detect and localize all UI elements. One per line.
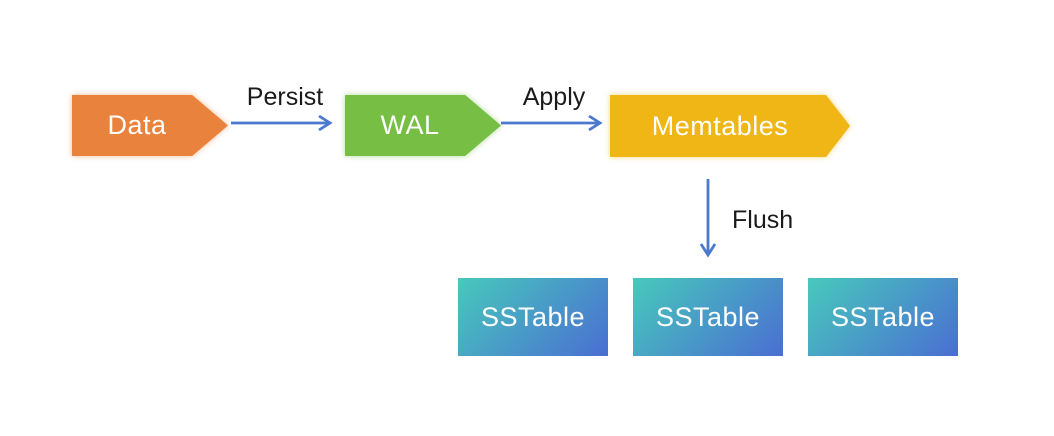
node-sstable-1-label: SSTable bbox=[480, 301, 586, 332]
node-data: Data bbox=[72, 95, 228, 156]
node-memtables-label: Memtables bbox=[651, 110, 789, 141]
node-wal: WAL bbox=[345, 95, 501, 156]
edge-apply-label: Apply bbox=[522, 83, 586, 111]
node-memtables: Memtables bbox=[610, 95, 850, 157]
node-sstable-1: SSTable bbox=[458, 278, 608, 356]
node-sstable-3: SSTable bbox=[808, 278, 958, 356]
node-memtables-wrapper: Memtables bbox=[610, 95, 850, 157]
arrow-right-icon bbox=[231, 114, 333, 132]
node-data-wrapper: Data bbox=[72, 95, 228, 156]
node-wal-label: WAL bbox=[380, 110, 440, 140]
edge-flush-label: Flush bbox=[732, 206, 794, 234]
node-sstable-2-label: SSTable bbox=[655, 301, 761, 332]
node-data-label: Data bbox=[107, 110, 167, 140]
arrow-down-icon bbox=[699, 179, 717, 258]
node-sstable-3-label: SSTable bbox=[830, 301, 936, 332]
arrow-right-icon bbox=[501, 114, 603, 132]
node-sstable-2: SSTable bbox=[633, 278, 783, 356]
node-wal-wrapper: WAL bbox=[345, 95, 501, 156]
edge-persist-label: Persist bbox=[246, 83, 324, 111]
